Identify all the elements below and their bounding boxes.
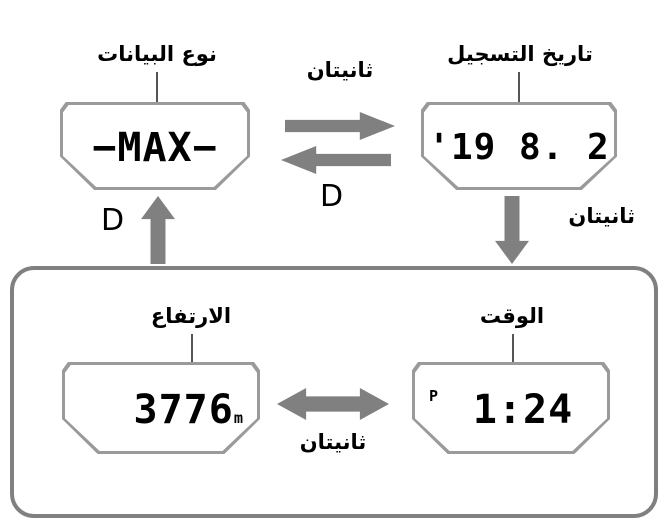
record-date-leader-line	[518, 72, 520, 114]
left-up-arrow-label: D	[101, 203, 125, 238]
data-type-value: −MAX−	[92, 125, 218, 171]
up-transition-arrow	[141, 196, 175, 264]
data-type-caption: نوع البيانات	[97, 42, 217, 66]
record-date-value: '19 8. 2	[428, 127, 610, 168]
left-transition-arrow	[281, 146, 391, 174]
top-left-arrow-label: D	[320, 179, 344, 214]
altitude-display[interactable]: 3776m	[62, 362, 260, 454]
record-date-display-screen: '19 8. 2	[424, 105, 614, 187]
record-date-caption: تاريخ التسجيل	[447, 42, 593, 66]
altitude-display-screen: 3776m	[65, 365, 257, 451]
top-right-arrow-label: ثانيتان	[306, 58, 374, 82]
right-down-arrow-label: ثانيتان	[568, 204, 635, 228]
time-display[interactable]: P 1:24	[412, 362, 610, 454]
altitude-leader-line	[191, 334, 193, 376]
data-type-display-screen: −MAX−	[63, 105, 247, 187]
altitude-value: 3776	[133, 387, 234, 433]
down-transition-arrow	[495, 196, 529, 264]
time-display-screen: P 1:24	[415, 365, 607, 451]
altitude-caption: الارتفاع	[150, 304, 232, 328]
time-leader-line	[512, 334, 514, 376]
altitude-unit: m	[233, 409, 243, 427]
altitude-value-wrap: 3776m	[65, 387, 257, 433]
time-caption: الوقت	[479, 304, 545, 328]
record-date-display[interactable]: '19 8. 2	[421, 102, 617, 190]
measurement-group-panel	[10, 266, 658, 518]
bottom-bidirectional-arrow-label: ثانيتان	[299, 430, 367, 454]
right-transition-arrow	[285, 112, 395, 140]
time-pm-indicator: P	[429, 387, 439, 405]
time-value: 1:24	[472, 387, 574, 433]
data-type-leader-line	[156, 72, 158, 114]
data-type-display[interactable]: −MAX−	[60, 102, 250, 190]
